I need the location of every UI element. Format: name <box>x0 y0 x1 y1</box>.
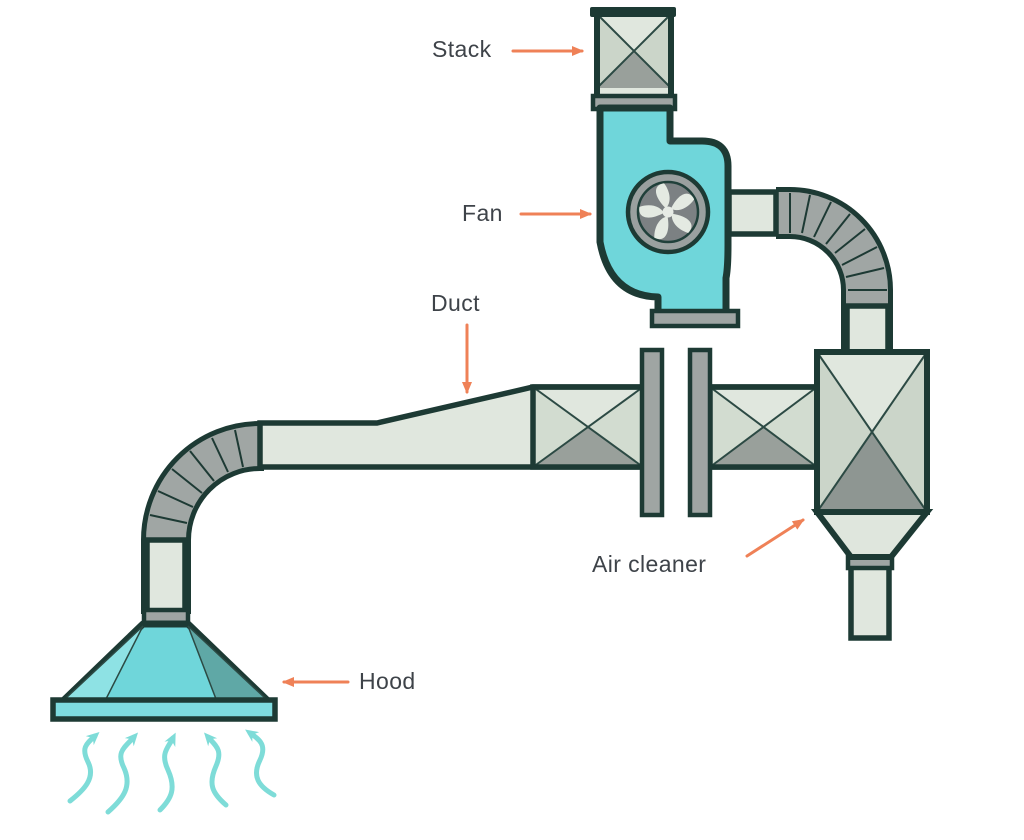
airflow-arrows <box>67 729 277 815</box>
duct-flange-break <box>639 347 713 518</box>
fan-hub <box>662 206 674 218</box>
air-cleaner-inlet-duct <box>844 303 891 356</box>
air-cleaner-hopper <box>810 509 934 560</box>
hood-label: Hood <box>359 668 416 694</box>
air-cleaner-outlet-pipe <box>848 563 892 641</box>
duct-x-section-left <box>530 384 646 470</box>
fan-wheel <box>625 169 711 255</box>
stack <box>590 7 678 112</box>
air-cleaner-arrow <box>745 518 805 558</box>
right-elbow-body <box>776 192 888 333</box>
main-duct <box>257 384 820 470</box>
airflow-arrow-5 <box>245 729 277 798</box>
hood-face-rim <box>50 697 278 722</box>
stack-body <box>594 11 674 100</box>
airflow-arrow-1 <box>67 732 100 804</box>
airflow-arrow-4 <box>204 732 229 808</box>
left-elbow-body <box>146 426 264 614</box>
hood-riser-duct <box>144 537 188 615</box>
fan-blades <box>639 183 695 239</box>
fan <box>596 104 741 329</box>
airflow-arrow-3 <box>157 732 176 813</box>
fan-base-flange <box>649 308 741 329</box>
right-elbow-segments <box>789 193 887 291</box>
stack-rain-cap <box>590 7 676 17</box>
fan-outlet-duct <box>726 189 779 237</box>
airflow-arrow-2 <box>105 732 139 815</box>
stack-label: Stack <box>432 36 492 62</box>
right-elbow-duct <box>776 187 893 350</box>
fan-label: Fan <box>462 200 503 226</box>
air-cleaner <box>810 349 934 641</box>
hood <box>50 620 278 722</box>
duct-x-section-right <box>707 384 820 470</box>
duct-label: Duct <box>431 290 480 316</box>
flange-plate-left <box>639 347 665 518</box>
label-arrows <box>282 46 805 687</box>
air-cleaner-box <box>814 349 930 515</box>
air-cleaner-label: Air cleaner <box>592 551 707 577</box>
flange-plate-right <box>687 347 713 518</box>
